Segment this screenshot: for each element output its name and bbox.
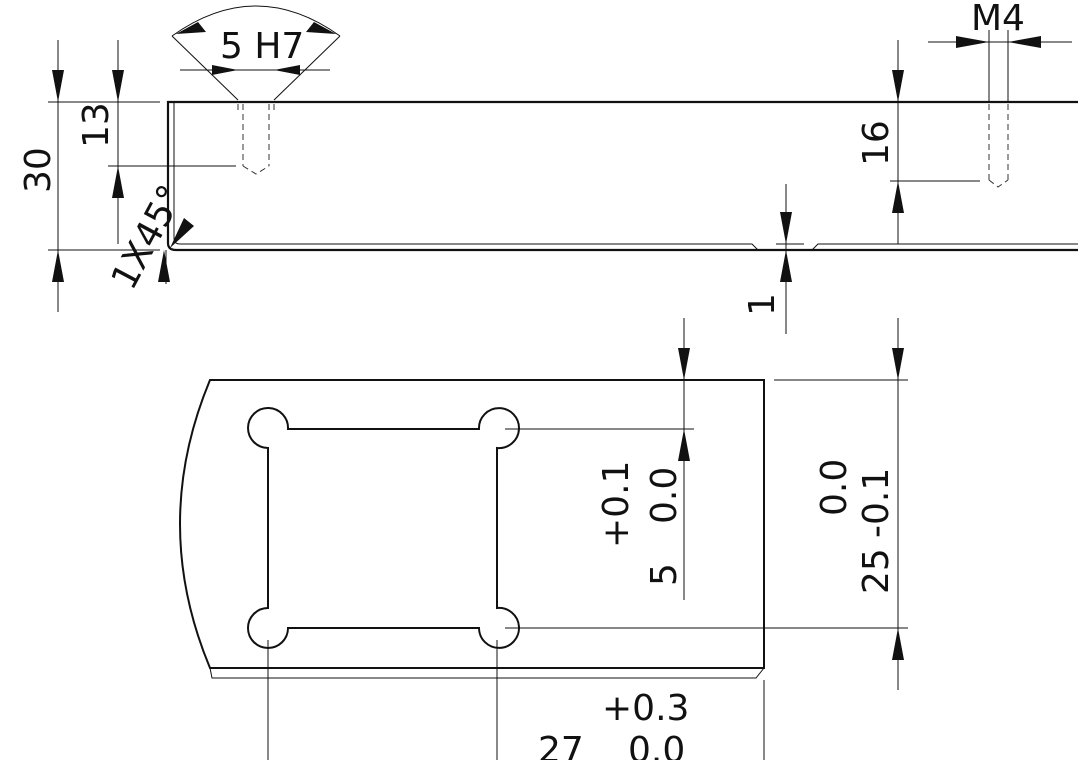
label-slot-length-nominal: 27: [538, 730, 584, 760]
label-slot-length-upper: +0.3: [602, 688, 689, 729]
dim-slot-width: 5 +0.1 0.0: [505, 318, 694, 600]
label-slot-width-upper: +0.1: [596, 461, 637, 548]
label-m4: M4: [971, 0, 1025, 39]
dim-5h7: 5 H7: [171, 5, 341, 101]
dim-m4: M4: [928, 0, 1072, 102]
side-view: 5 H7 M4 30 13: [18, 0, 1078, 334]
label-plate-width-lower: -0.1: [856, 468, 897, 538]
label-13: 13: [76, 102, 117, 148]
dim-16: 16: [856, 40, 980, 244]
dim-thickness: 1: [742, 184, 804, 334]
label-slot-width-nominal: 5: [644, 563, 685, 586]
label-plate-width-upper: 0.0: [814, 459, 855, 516]
dim-30: 30: [18, 40, 160, 312]
label-30: 30: [18, 147, 59, 193]
dim-slot-length: +0.3 27 0.0: [267, 640, 765, 760]
label-thickness: 1: [742, 293, 783, 316]
label-16: 16: [856, 120, 897, 166]
label-slot-width-lower: 0.0: [644, 467, 685, 524]
label-plate-width-nominal: 25: [856, 548, 897, 594]
dim-plate-width: 25 0.0 -0.1: [505, 318, 908, 690]
bracket-outline: [166, 100, 1078, 252]
hole-right: [988, 104, 1009, 188]
dim-13: 13: [76, 40, 236, 244]
slot-cutout: [247, 407, 520, 649]
label-slot-length-lower: 0.0: [628, 730, 685, 760]
label-5h7: 5 H7: [220, 26, 304, 67]
plan-view: 5 +0.1 0.0 25 0.0 -0.1 +0.3 27 0.0: [179, 318, 908, 760]
hole-left: [237, 104, 275, 175]
